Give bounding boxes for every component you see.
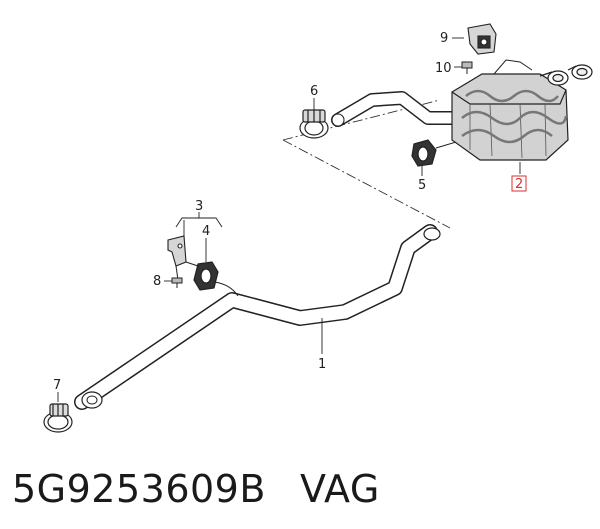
pipe-bracket — [167, 235, 205, 269]
callout-5: 5 — [418, 178, 426, 193]
callout-7: 7 — [53, 378, 61, 393]
rubber-mount — [193, 261, 239, 297]
part-caption: 5G9253609B VAG — [12, 462, 380, 516]
rear-clamp — [299, 109, 329, 139]
muffler-hanger-bracket — [467, 23, 497, 55]
callout-4: 4 — [202, 224, 210, 239]
rear-pipe — [331, 91, 463, 127]
callout-10: 10 — [435, 61, 452, 76]
callout-2: 2 — [515, 177, 523, 192]
brand-name: VAG — [299, 467, 380, 511]
callout-8: 8 — [153, 274, 161, 289]
leader-lines — [164, 37, 521, 354]
bracket-bolt — [171, 265, 183, 288]
muffler-hanger-bolt — [461, 61, 473, 74]
callout-1: 1 — [318, 357, 326, 372]
callout-3: 3 — [195, 199, 203, 214]
exhaust-system-diagram: 1 2 3 4 5 6 7 8 9 10 — [43, 23, 593, 433]
rear-muffler — [451, 59, 593, 161]
part-number: 5G9253609B — [12, 467, 266, 511]
callout-9: 9 — [440, 31, 448, 46]
callout-6: 6 — [310, 84, 318, 99]
callout-2-highlight-box — [511, 175, 527, 192]
front-clamp — [43, 392, 73, 433]
front-exhaust-pipe — [74, 224, 441, 410]
